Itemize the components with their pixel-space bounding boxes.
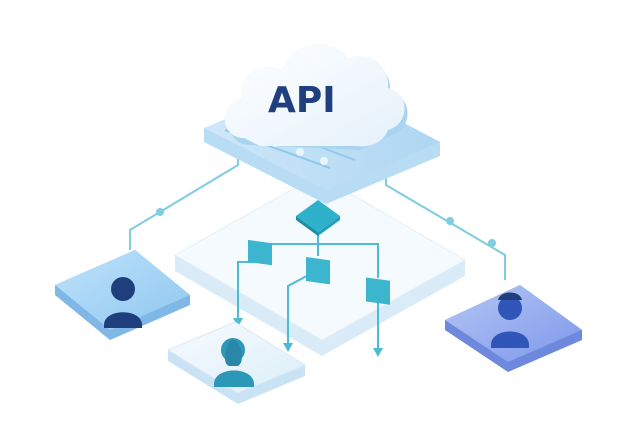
user-card-right[interactable] <box>445 285 582 372</box>
flowchart-node-icon <box>306 257 330 284</box>
user-card-left[interactable] <box>55 250 190 340</box>
user-card-bottom[interactable] <box>168 322 305 404</box>
api-label: API <box>268 80 336 121</box>
arrow-down-icon <box>283 343 293 352</box>
flowchart-node-icon <box>248 240 272 265</box>
flowchart-node-icon <box>366 277 390 304</box>
arrow-down-icon <box>373 348 383 357</box>
cloud-icon: API <box>225 44 408 150</box>
